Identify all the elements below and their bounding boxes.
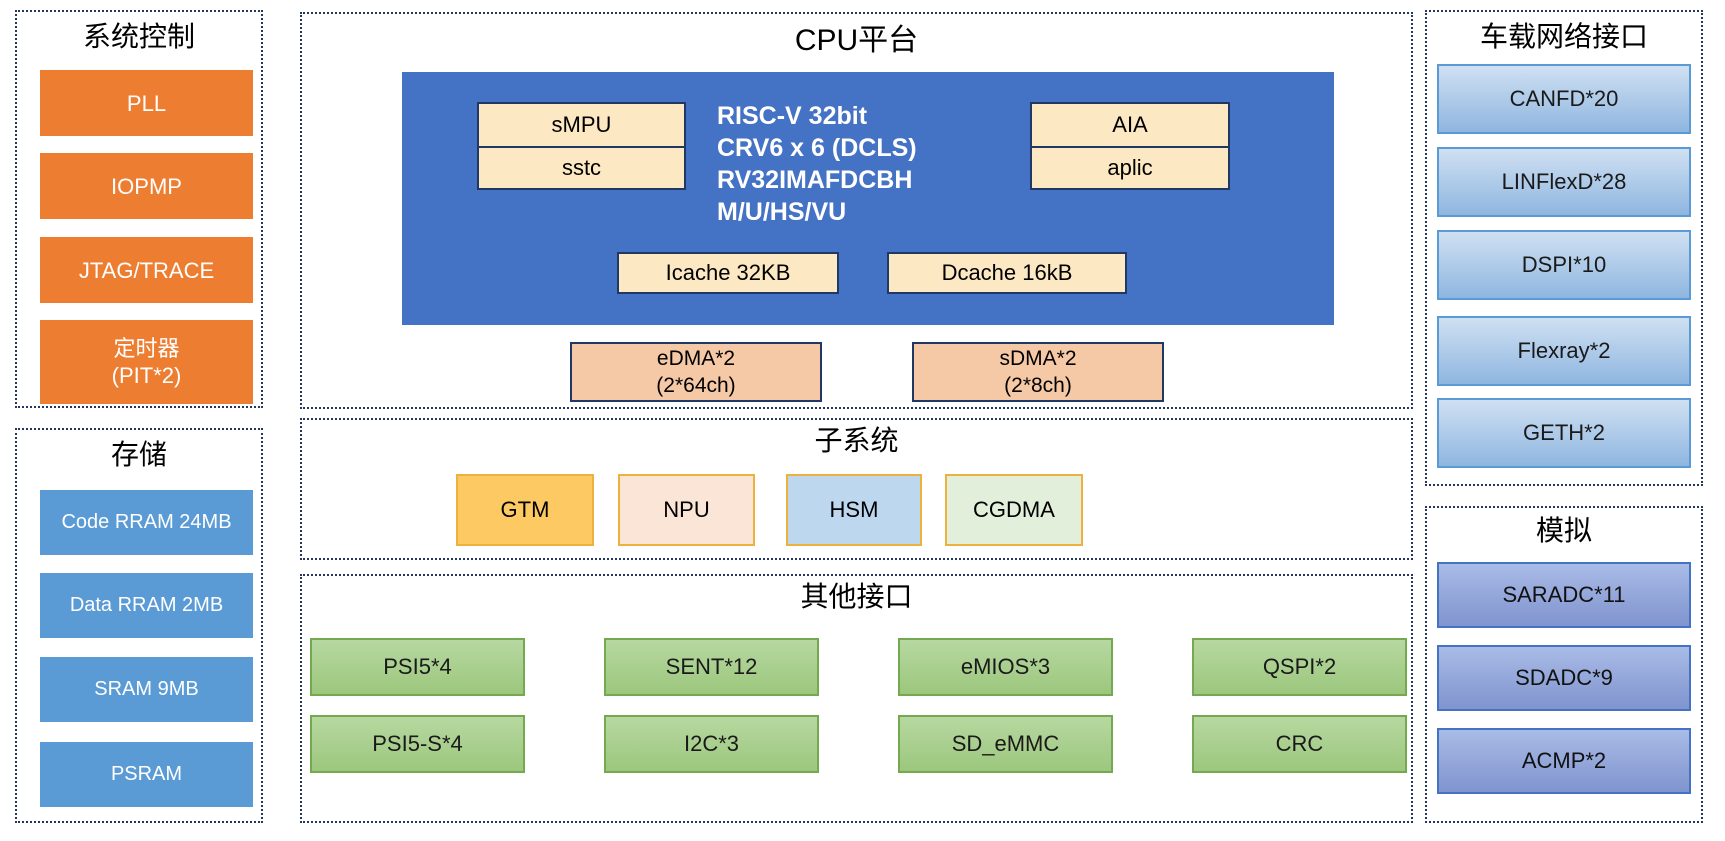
cpu-platform-title: CPU平台 <box>794 24 919 57</box>
system-control-title: 系统控制 <box>82 21 195 52</box>
block-psi5: PSI5*4 <box>310 638 525 696</box>
block-icache: Icache 32KB <box>617 252 839 294</box>
block-sdadc: SDADC*9 <box>1437 645 1691 711</box>
other-interfaces-title: 其他接口 <box>800 581 913 612</box>
panel-analog: 模拟 SARADC*11 SDADC*9 ACMP*2 <box>1425 506 1703 823</box>
block-qspi: QSPI*2 <box>1192 638 1407 696</box>
block-jtag-trace: JTAG/TRACE <box>40 237 253 303</box>
subsystem-title: 子系统 <box>814 425 899 456</box>
block-i2c: I2C*3 <box>604 715 819 773</box>
panel-storage: 存储 Code RRAM 24MB Data RRAM 2MB SRAM 9MB… <box>15 428 263 823</box>
storage-title: 存储 <box>110 439 167 470</box>
panel-vehicle-network: 车载网络接口 CANFD*20 LINFlexD*28 DSPI*10 Flex… <box>1425 10 1703 486</box>
block-aplic: aplic <box>1032 146 1228 188</box>
block-data-rram: Data RRAM 2MB <box>40 573 253 638</box>
block-crc: CRC <box>1192 715 1407 773</box>
smpu-sstc-stack: sMPU sstc <box>477 102 686 190</box>
block-dspi: DSPI*10 <box>1437 230 1691 300</box>
block-sent: SENT*12 <box>604 638 819 696</box>
block-geth: GETH*2 <box>1437 398 1691 468</box>
block-timer-pit: 定时器 (PIT*2) <box>40 320 253 404</box>
block-npu: NPU <box>618 474 755 546</box>
block-iopmp: IOPMP <box>40 153 253 219</box>
block-smpu: sMPU <box>551 112 612 137</box>
analog-title: 模拟 <box>1535 515 1592 546</box>
block-canfd: CANFD*20 <box>1437 64 1691 134</box>
block-sstc: sstc <box>479 146 684 188</box>
block-gtm: GTM <box>456 474 594 546</box>
block-aia: AIA <box>1112 112 1148 137</box>
aia-aplic-stack: AIA aplic <box>1030 102 1230 190</box>
vehicle-network-title: 车载网络接口 <box>1479 21 1648 52</box>
block-sdma: sDMA*2 (2*8ch) <box>912 342 1164 402</box>
cpu-core-text: RISC-V 32bit CRV6 x 6 (DCLS) RV32IMAFDCB… <box>717 102 917 226</box>
panel-other-interfaces: 其他接口 PSI5*4 SENT*12 eMIOS*3 QSPI*2 PSI5-… <box>300 574 1413 823</box>
block-saradc: SARADC*11 <box>1437 562 1691 628</box>
block-psram: PSRAM <box>40 742 253 807</box>
block-edma: eDMA*2 (2*64ch) <box>570 342 822 402</box>
block-sd-emmc: SD_eMMC <box>898 715 1113 773</box>
block-psi5-s: PSI5-S*4 <box>310 715 525 773</box>
cpu-core-block: sMPU sstc RISC-V 32bit CRV6 x 6 (DCLS) R… <box>402 72 1334 325</box>
block-acmp: ACMP*2 <box>1437 728 1691 794</box>
block-flexray: Flexray*2 <box>1437 316 1691 386</box>
block-sram: SRAM 9MB <box>40 657 253 722</box>
block-dcache: Dcache 16kB <box>887 252 1127 294</box>
block-pll: PLL <box>40 70 253 136</box>
panel-subsystem: 子系统 GTM NPU HSM CGDMA <box>300 418 1413 560</box>
block-linflexd: LINFlexD*28 <box>1437 147 1691 217</box>
block-cgdma: CGDMA <box>945 474 1083 546</box>
panel-cpu-platform: CPU平台 sMPU sstc RISC-V 32bit CRV6 x 6 (D… <box>300 12 1413 409</box>
block-hsm: HSM <box>786 474 922 546</box>
panel-system-control: 系统控制 PLL IOPMP JTAG/TRACE 定时器 (PIT*2) <box>15 10 263 408</box>
block-code-rram: Code RRAM 24MB <box>40 490 253 555</box>
block-emios: eMIOS*3 <box>898 638 1113 696</box>
